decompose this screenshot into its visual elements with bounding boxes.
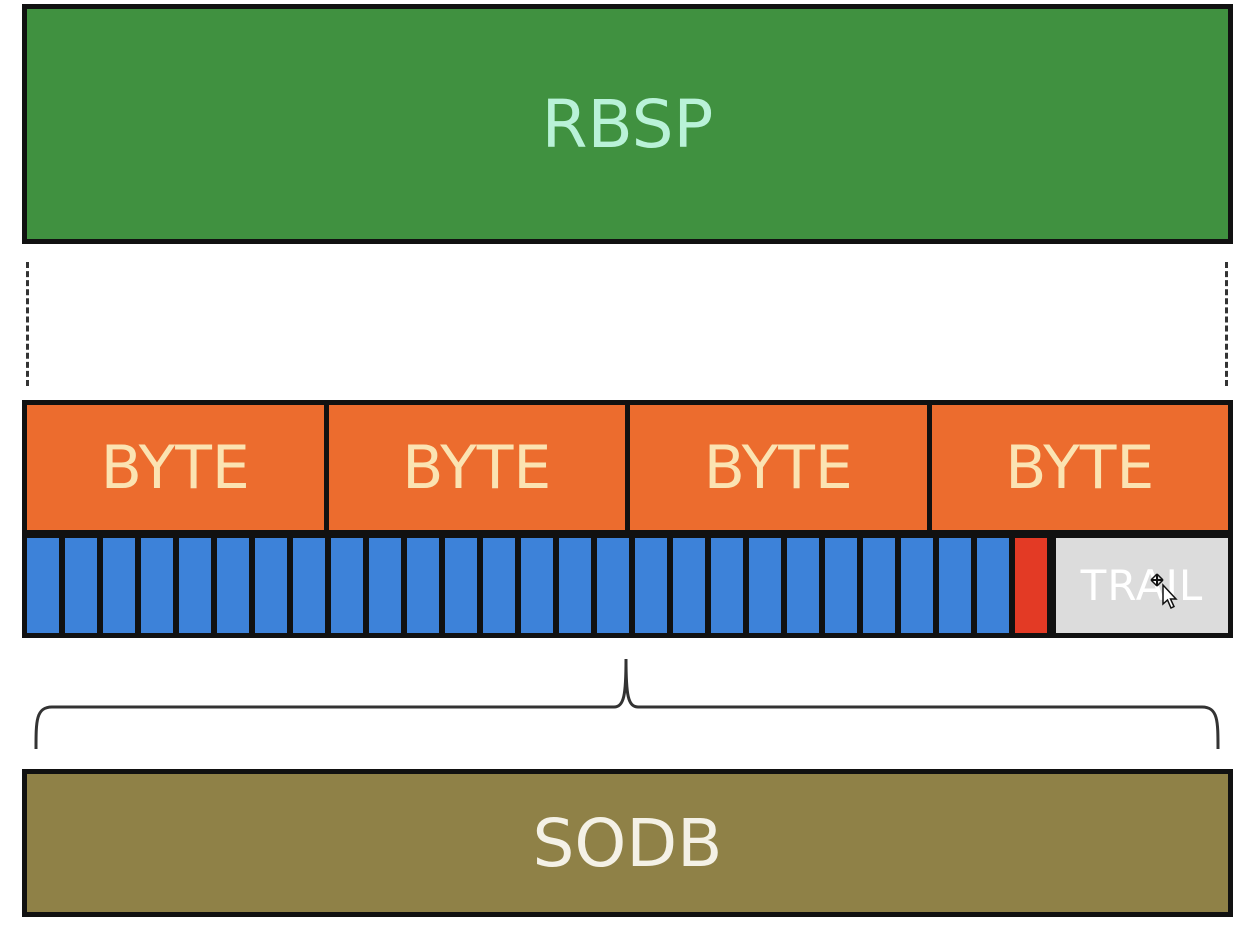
data-bit	[597, 538, 629, 633]
byte-label: BYTE	[1005, 432, 1155, 503]
data-bit	[293, 538, 325, 633]
rbsp-label: RBSP	[541, 85, 714, 163]
data-bit	[787, 538, 819, 633]
data-bit	[483, 538, 515, 633]
rbsp-block: RBSP	[22, 4, 1233, 244]
trail-label: TRAIL	[1080, 561, 1204, 610]
data-bit	[407, 538, 439, 633]
data-bit	[711, 538, 743, 633]
byte-label: BYTE	[402, 432, 552, 503]
data-bit	[179, 538, 211, 633]
bytes-row: BYTE BYTE BYTE BYTE	[22, 400, 1233, 534]
sodb-label: SODB	[532, 804, 723, 882]
byte-cell: BYTE	[931, 405, 1228, 530]
sodb-block: SODB	[22, 769, 1233, 917]
data-bit	[559, 538, 591, 633]
data-bit	[445, 538, 477, 633]
data-bit	[977, 538, 1009, 633]
data-bit	[27, 538, 59, 633]
sodb-brace	[34, 658, 1220, 750]
data-bit	[863, 538, 895, 633]
data-bit	[901, 538, 933, 633]
data-bit	[749, 538, 781, 633]
trail-bits: TRAIL	[1053, 538, 1228, 633]
byte-cell: BYTE	[328, 405, 625, 530]
stop-bit	[1015, 538, 1047, 633]
data-bit	[369, 538, 401, 633]
data-bit	[141, 538, 173, 633]
byte-cell: BYTE	[630, 405, 927, 530]
data-bit	[939, 538, 971, 633]
byte-cell: BYTE	[27, 405, 324, 530]
data-bit	[331, 538, 363, 633]
data-bit	[217, 538, 249, 633]
data-bit	[521, 538, 553, 633]
byte-label: BYTE	[100, 432, 250, 503]
byte-label: BYTE	[703, 432, 853, 503]
left-dashed-guide	[26, 262, 29, 386]
data-bit	[635, 538, 667, 633]
move-cursor-icon	[1150, 573, 1178, 610]
data-bit	[825, 538, 857, 633]
right-dashed-guide	[1225, 262, 1228, 386]
data-bit	[103, 538, 135, 633]
data-bit	[673, 538, 705, 633]
bits-row: TRAIL	[22, 534, 1233, 638]
data-bit	[255, 538, 287, 633]
data-bit	[65, 538, 97, 633]
